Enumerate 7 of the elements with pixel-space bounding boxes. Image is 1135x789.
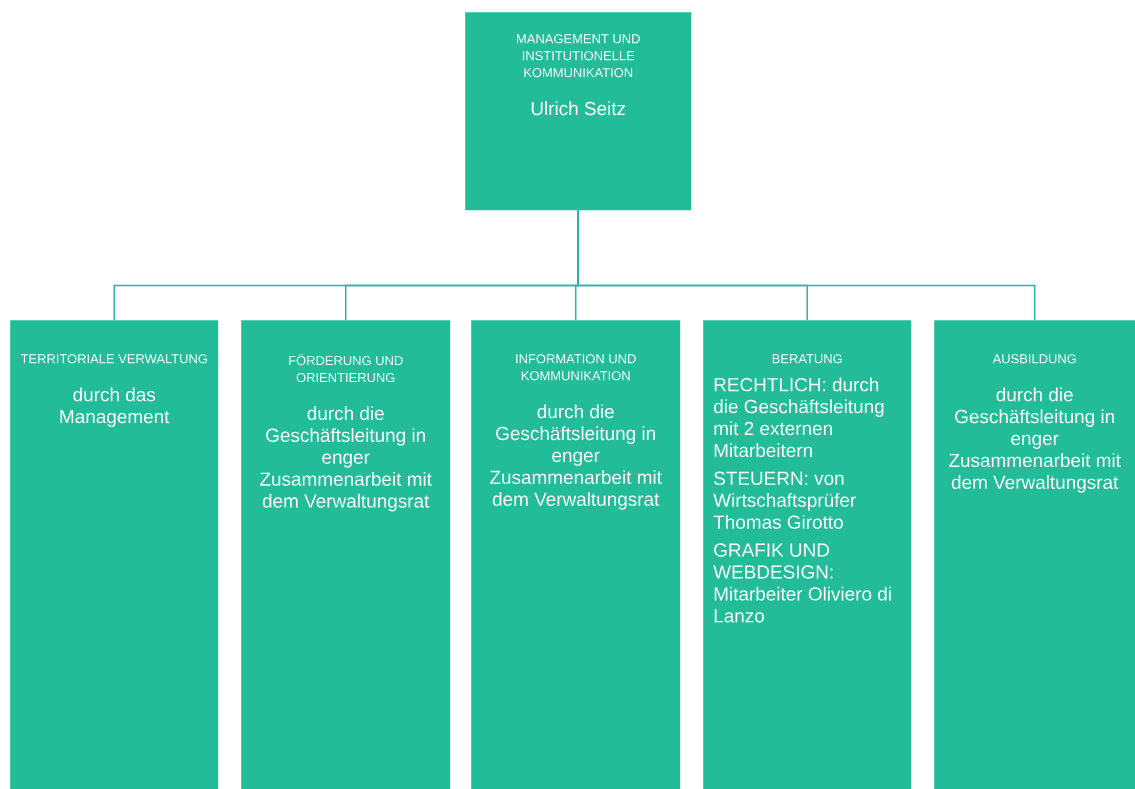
- org-box: BERATUNG RECHTLICH: durch die Geschäftsleitung mit 2 externen Mitarbeitern STEUERN: von Wirtschaftsprüfer Thomas Girotto GRAFIK UND WEBDESIGN: Mitarbeiter Oliviero di Lanzo: [703, 320, 912, 789]
- org-box: AUSBILDUNG durch die Geschäftsleitung in enger Zusammenarbeit mit dem Verwaltungsrat: [934, 320, 1135, 789]
- org-box: FÖRDERUNG UND ORIENTIERUNG durch die Geschäftsleitung in enger Zusammenarbeit mit dem Verwaltungsrat: [241, 320, 451, 789]
- org-box: MANAGEMENT UND INSTITUTIONELLE KOMMUNIKATION Ulrich Seitz: [465, 12, 692, 211]
- connector-line: [577, 209, 1036, 321]
- org-box: INFORMATION UND KOMMUNIKATION durch die Geschäftsleitung in enger Zusammenarbeit mit dem Verwaltungsrat: [471, 320, 681, 789]
- org-box: TERRITORIALE VERWALTUNG durch das Management: [10, 320, 219, 789]
